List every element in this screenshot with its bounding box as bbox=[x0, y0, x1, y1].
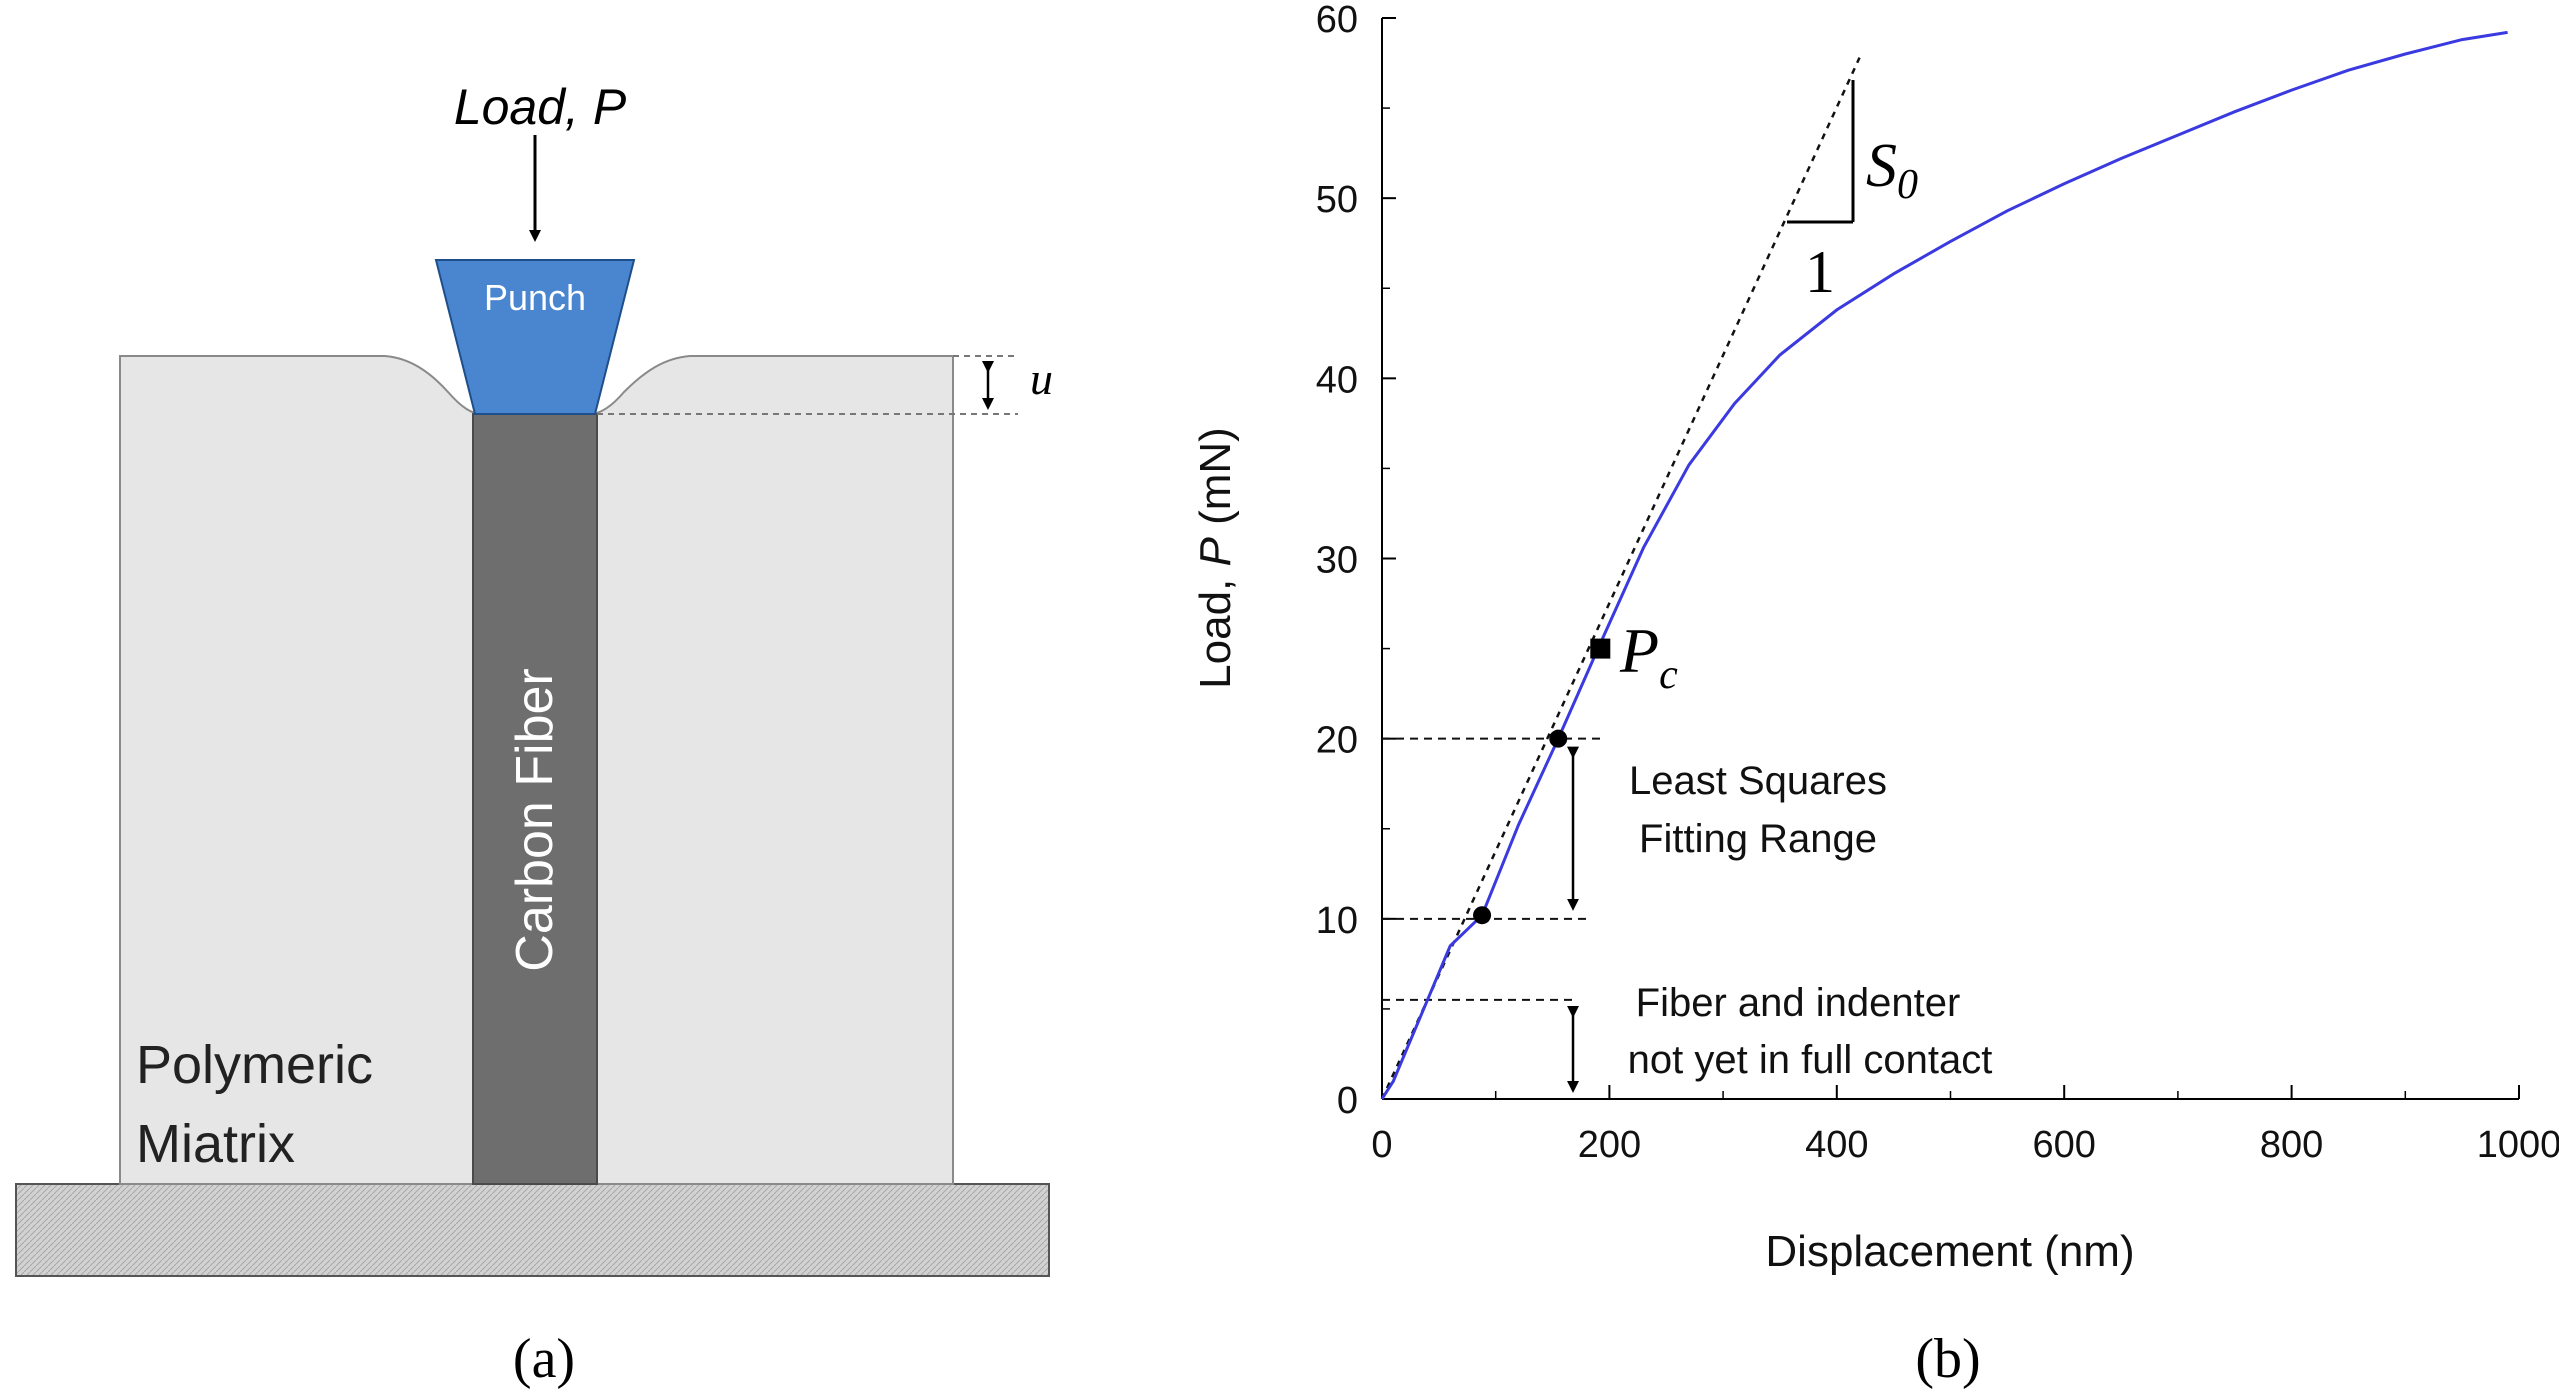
guide-layer bbox=[1382, 737, 1604, 1093]
matrix-label-line1: Polymeric bbox=[136, 1035, 373, 1095]
punch-label: Punch bbox=[484, 277, 586, 318]
fiber-label-group: Carbon Fiber bbox=[506, 668, 564, 971]
x-tick-label: 400 bbox=[1805, 1124, 1868, 1166]
axes bbox=[1381, 18, 2519, 1100]
y-axis-label-symbol: P bbox=[1191, 536, 1240, 566]
pc-label: Pc bbox=[1619, 615, 1678, 698]
x-tick-label: 1000 bbox=[2477, 1124, 2559, 1166]
slope-label: S0 bbox=[1866, 132, 1918, 208]
slope-triangle: S0 1 bbox=[1787, 80, 1918, 305]
y-axis-label-suffix: (mN) bbox=[1191, 427, 1240, 537]
y-axis-label-group: Load, P (mN) bbox=[1191, 427, 1240, 689]
y-tick-label: 30 bbox=[1316, 540, 1358, 582]
data-layer bbox=[1380, 30, 2508, 1100]
pc-subscript: c bbox=[1659, 652, 1678, 698]
contact-label-line2: not yet in full contact bbox=[1628, 1038, 1993, 1082]
contact-label-line1: Fiber and indenter bbox=[1636, 981, 1961, 1025]
y-tick-label: 40 bbox=[1316, 359, 1358, 401]
u-label: u bbox=[1030, 353, 1053, 404]
slope-run-label: 1 bbox=[1805, 239, 1835, 305]
caption-b: (b) bbox=[1915, 1328, 1980, 1390]
y-tick-label: 20 bbox=[1316, 720, 1358, 762]
fit-range-label-line1: Least Squares bbox=[1629, 759, 1887, 803]
x-tick-label: 800 bbox=[2260, 1124, 2323, 1166]
fit-point bbox=[1549, 729, 1568, 748]
pc-marker bbox=[1590, 638, 1611, 659]
y-tick-label: 50 bbox=[1316, 179, 1358, 221]
x-tick-label: 200 bbox=[1578, 1124, 1641, 1166]
x-tick-label: 600 bbox=[2032, 1124, 2095, 1166]
fiber-label: Carbon Fiber bbox=[506, 668, 564, 971]
fit-point bbox=[1473, 906, 1492, 925]
fit-range-label-line2: Fitting Range bbox=[1639, 817, 1877, 861]
base-plate bbox=[15, 1183, 1050, 1277]
panel-a: Punch Load, P u Carbon Fiber Polymeric M… bbox=[15, 79, 1053, 1390]
slope-symbol: S bbox=[1866, 132, 1897, 200]
load-label: Load, P bbox=[454, 79, 627, 135]
y-axis-label: Load, P (mN) bbox=[1191, 427, 1240, 689]
y-axis-label-prefix: Load, bbox=[1191, 566, 1240, 688]
y-tick-label: 60 bbox=[1316, 0, 1358, 41]
pc-symbol: P bbox=[1619, 615, 1659, 686]
y-tick-label: 0 bbox=[1337, 1080, 1358, 1122]
carbon-fiber bbox=[472, 413, 598, 1185]
y-tick-label: 10 bbox=[1316, 900, 1358, 942]
caption-a: (a) bbox=[513, 1328, 575, 1390]
x-tick-label: 0 bbox=[1371, 1124, 1392, 1166]
load-displacement-curve bbox=[1380, 30, 2508, 1100]
matrix-label-line2: Miatrix bbox=[136, 1114, 295, 1174]
punch bbox=[434, 259, 636, 415]
slope-subscript: 0 bbox=[1897, 162, 1918, 208]
x-axis-label: Displacement (nm) bbox=[1765, 1227, 2134, 1276]
